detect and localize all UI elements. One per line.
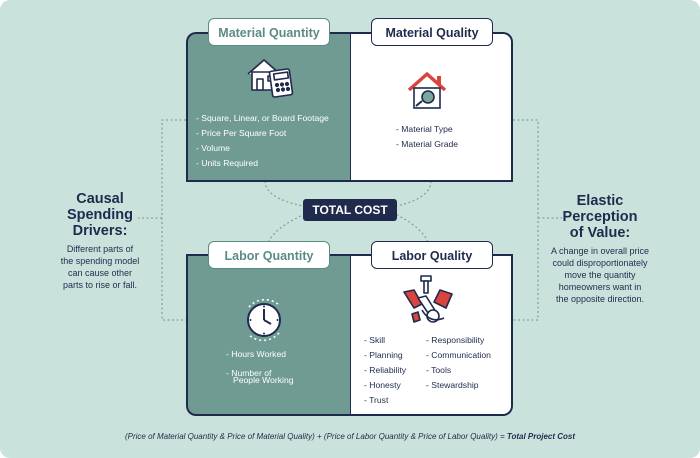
causal-spending-title: Causal Spending Drivers: xyxy=(66,191,134,239)
list-item: Material Type xyxy=(396,122,458,137)
list-item: Communication xyxy=(426,348,491,363)
list-item: Stewardship xyxy=(426,378,491,393)
list-item: Reliability xyxy=(364,363,406,378)
cost-formula: (Price of Material Quantity & Price of M… xyxy=(0,432,700,441)
material-quality-title: Material Quality xyxy=(371,18,493,46)
list-item: Tools xyxy=(426,363,491,378)
list-item: Number of xyxy=(226,367,286,380)
list-item: Volume xyxy=(196,141,329,156)
list-item: Price Per Square Foot xyxy=(196,126,329,141)
labor-quantity-title: Labor Quantity xyxy=(208,241,330,269)
formula-text: (Price of Material Quantity & Price of M… xyxy=(124,432,507,441)
list-item: Trust xyxy=(364,393,406,408)
list-item: Responsibility xyxy=(426,333,491,348)
list-item-continuation: People Working xyxy=(233,375,294,385)
clock-icon xyxy=(247,298,281,342)
labor-quality-title: Labor Quality xyxy=(371,241,493,269)
labor-quantity-list: Hours Worked Number of xyxy=(226,348,286,380)
tools-icon xyxy=(403,275,453,323)
causal-spending-description: Different parts of the spending model ca… xyxy=(60,244,140,290)
list-item: Honesty xyxy=(364,378,406,393)
material-quantity-title: Material Quantity xyxy=(208,18,330,46)
list-item: Hours Worked xyxy=(226,348,286,361)
material-quantity-list: Square, Linear, or Board Footage Price P… xyxy=(196,111,329,171)
house-magnifier-icon xyxy=(407,72,447,109)
formula-result: Total Project Cost xyxy=(506,432,576,441)
top-panel-bottom-border xyxy=(186,180,513,182)
labor-quality-list-right: Responsibility Communication Tools Stewa… xyxy=(426,333,491,393)
list-item: Square, Linear, or Board Footage xyxy=(196,111,329,126)
house-calculator-icon xyxy=(247,59,294,98)
elastic-perception-title: Elastic Perception of Value: xyxy=(562,193,638,241)
bottom-panel-top-border xyxy=(186,254,513,256)
elastic-perception-description: A change in overall price could dispropo… xyxy=(550,246,650,304)
list-item: Units Required xyxy=(196,156,329,171)
material-quality-list: Material Type Material Grade xyxy=(396,122,458,152)
list-item: Planning xyxy=(364,348,406,363)
labor-quality-list-left: Skill Planning Reliability Honesty Trust xyxy=(364,333,406,408)
list-item: Material Grade xyxy=(396,137,458,152)
list-item: Skill xyxy=(364,333,406,348)
total-cost-label: TOTAL COST xyxy=(303,199,397,221)
